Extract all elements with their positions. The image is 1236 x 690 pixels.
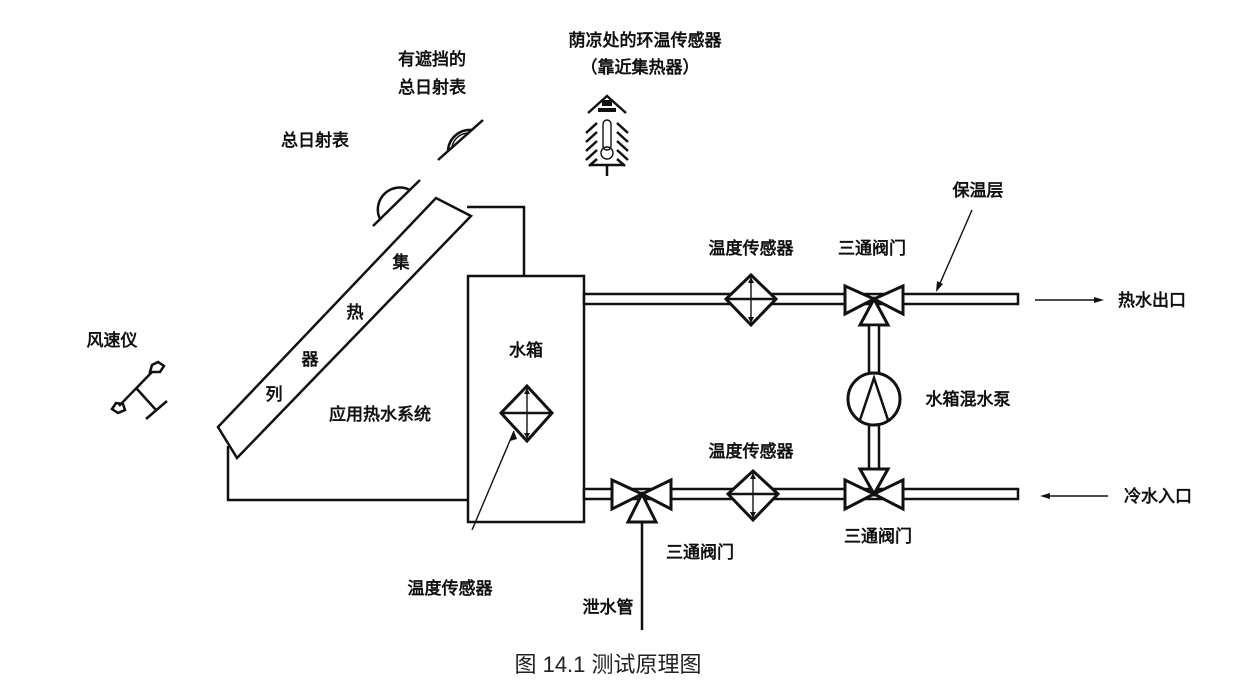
tank-sensor-leader-line [471,430,515,531]
application-system-label: 应用热水系统 [329,404,431,425]
drain-pipe-label: 泄水管 [583,597,634,618]
insulation-label: 保温层 [952,180,1004,201]
right-valve-label: 三通阀门 [844,526,912,547]
tank-temperature-sensor-icon [498,383,555,444]
water-tank [466,274,586,524]
right-three-way-valve-icon [843,467,905,512]
collector-char-1: 集 [392,252,411,273]
mixing-pump-label: 水箱混水泵 [926,389,1011,410]
ambient-sensor-label-line1: 荫凉处的环温传感器 [569,30,723,51]
tank-sensor-label: 温度传感器 [408,578,494,599]
anemometer-icon [110,360,168,420]
top-valve-label: 三通阀门 [838,238,906,259]
bottom-sensor-label: 温度传感器 [709,441,795,462]
collector-array [216,196,474,461]
mixing-pump-icon [846,371,902,427]
anemometer-label: 风速仪 [87,330,139,351]
cold-water-inlet-label: 冷水入口 [1124,486,1192,507]
shaded-pyranometer-label-line2: 总日射表 [398,77,467,98]
collector-char-2: 热 [347,302,364,323]
hot-water-outlet-label: 热水出口 [1118,290,1186,311]
top-three-way-valve-icon [843,283,905,327]
insulation-leader-line [937,209,973,289]
collector-char-3: 器 [301,350,320,370]
pyranometer-label: 总日射表 [281,130,350,151]
collector-char-4: 列 [266,384,283,405]
top-sensor-label: 温度传感器 [709,238,795,259]
collector-loop-pipe [226,205,526,502]
hot-water-pipe [582,292,1020,306]
shaded-pyranometer-icon [437,119,484,161]
ambient-temperature-sensor-icon [585,94,629,176]
cold-water-pipe [582,487,1020,501]
top-temperature-sensor-icon [723,272,779,328]
tank-label: 水箱 [509,340,543,361]
left-three-way-valve-icon [610,477,673,524]
pyranometer-icon [372,179,421,227]
left-valve-label: 三通阀门 [666,542,734,563]
shaded-pyranometer-label-line1: 有遮挡的 [398,49,466,70]
ambient-sensor-label-line2: （靠近集热器） [581,57,700,78]
figure-caption: 图 14.1 测试原理图 [514,652,701,677]
bottom-temperature-sensor-icon [725,468,781,523]
